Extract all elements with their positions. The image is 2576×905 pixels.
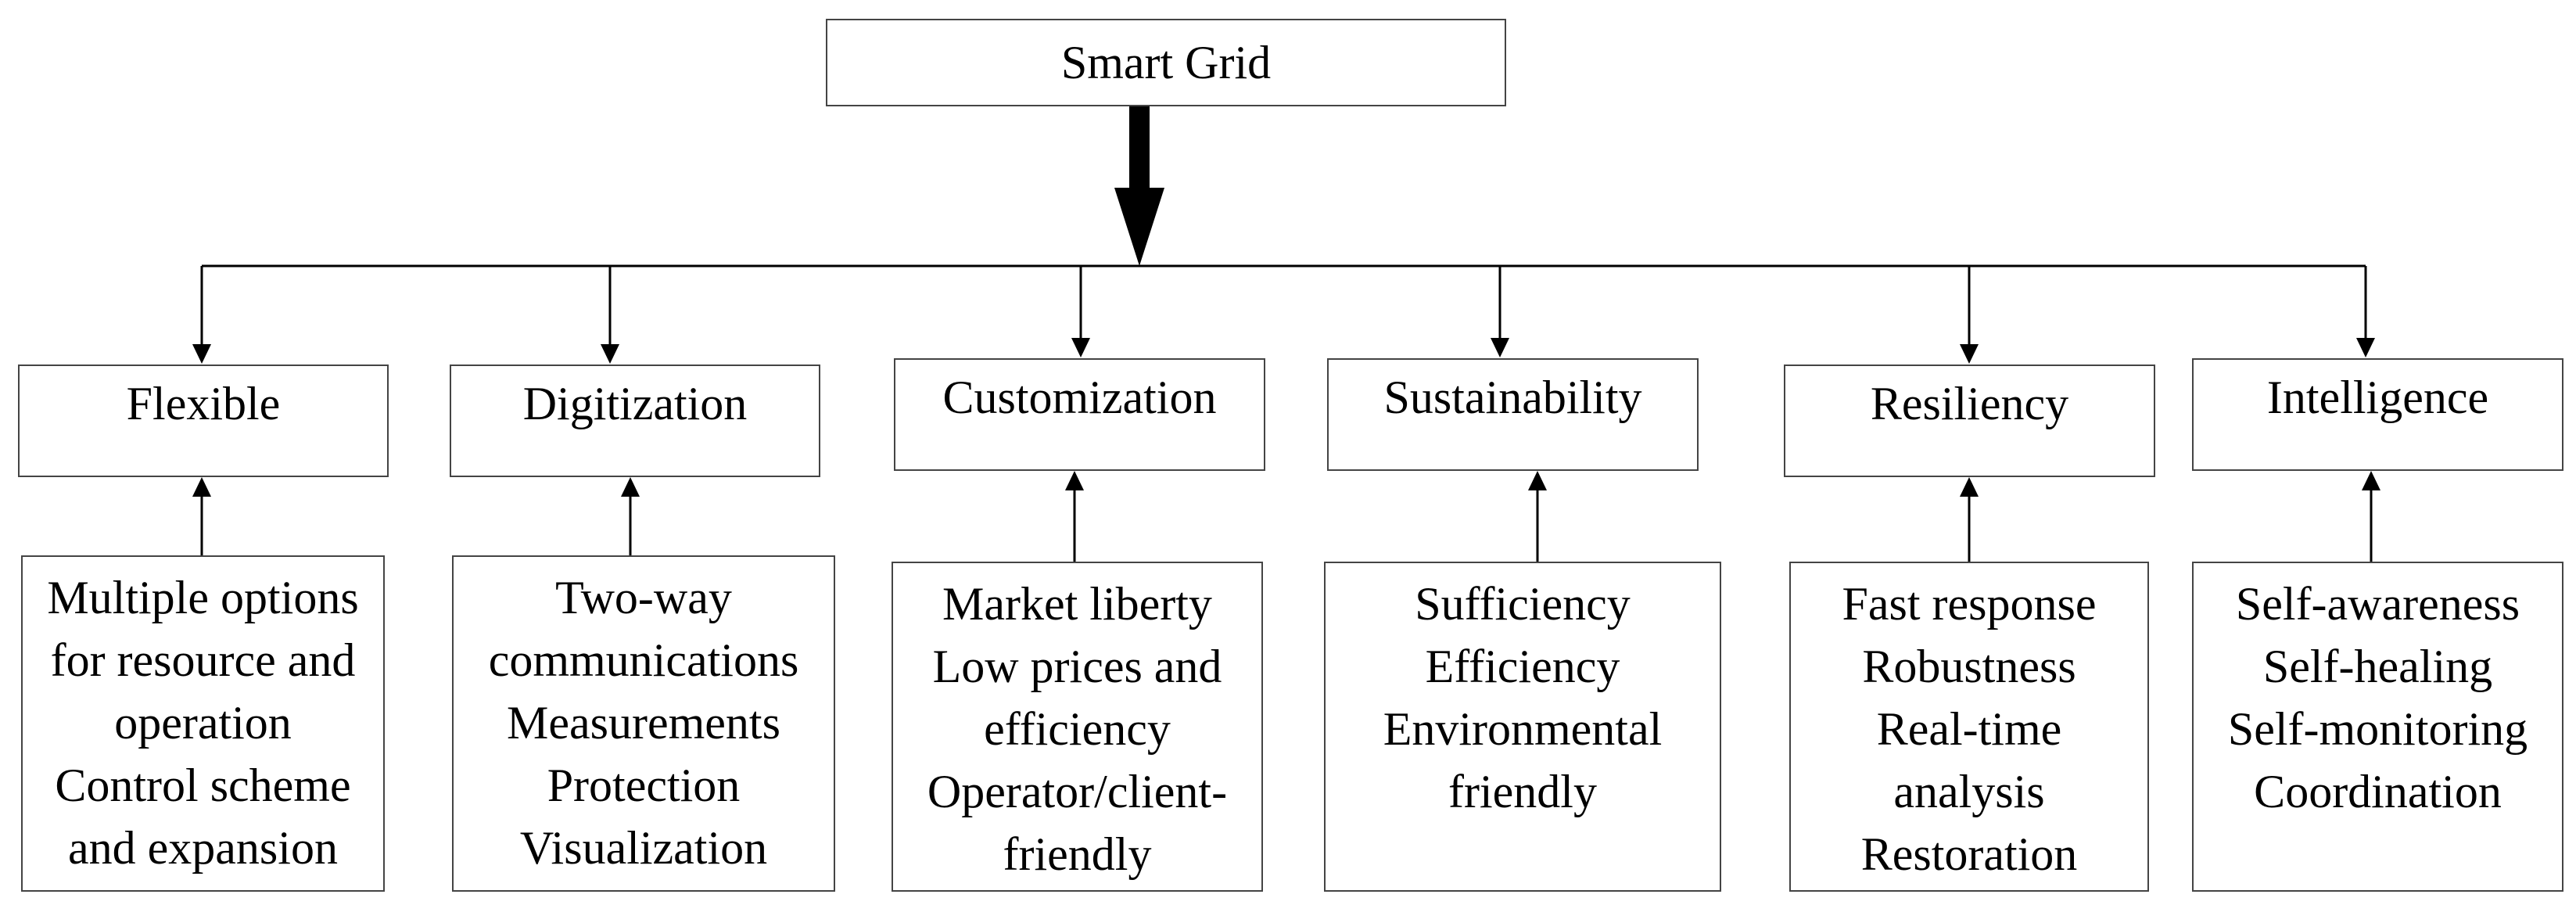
category-label: Sustainability	[1383, 372, 1642, 423]
detail-line: Self-healing	[2262, 641, 2493, 692]
detail-line: Protection	[547, 760, 741, 811]
category-node-resiliency: Resiliency	[1784, 365, 2155, 477]
category-node-flexible: Flexible	[18, 365, 389, 477]
detail-line: Two-way	[555, 572, 732, 623]
detail-line: Sufficiency	[1415, 578, 1631, 630]
category-node-customization: Customization	[894, 358, 1265, 471]
drop-arrows	[192, 266, 2375, 364]
detail-line: and expansion	[68, 822, 338, 874]
root-node-label: Smart Grid	[1060, 36, 1272, 88]
detail-line: Coordination	[2254, 766, 2502, 817]
detail-line: Market liberty	[942, 578, 1212, 630]
detail-node-sustainability: Sufficiency Efficiency Environmental fri…	[1324, 562, 1721, 892]
detail-line: Multiple options	[47, 572, 359, 623]
detail-line: Operator/client-	[927, 766, 1228, 817]
detail-line: Efficiency	[1425, 641, 1620, 692]
detail-line: Self-awareness	[2235, 578, 2520, 630]
detail-node-resiliency: Fast response Robustness Real-time analy…	[1789, 562, 2149, 892]
detail-line: efficiency	[984, 703, 1171, 755]
category-node-digitization: Digitization	[450, 365, 820, 477]
detail-line: communications	[488, 634, 799, 686]
detail-node-flexible: Multiple options for resource and operat…	[21, 555, 385, 892]
category-node-intelligence: Intelligence	[2192, 358, 2563, 471]
detail-line: Low prices and	[932, 641, 1222, 692]
detail-line: Measurements	[507, 697, 780, 749]
root-node-smart-grid: Smart Grid	[826, 19, 1506, 106]
detail-line: Robustness	[1862, 641, 2076, 692]
detail-line: Real-time	[1876, 703, 2062, 755]
detail-line: Fast response	[1842, 578, 2097, 630]
detail-line: friendly	[1448, 766, 1597, 817]
detail-line: analysis	[1893, 766, 2045, 817]
detail-line: Self-monitoring	[2227, 703, 2528, 755]
category-label: Flexible	[126, 378, 281, 429]
detail-line: Environmental	[1383, 703, 1663, 755]
category-label: Intelligence	[2266, 372, 2489, 423]
category-node-sustainability: Sustainability	[1327, 358, 1699, 471]
detail-node-intelligence: Self-awareness Self-healing Self-monitor…	[2192, 562, 2563, 892]
category-label: Digitization	[522, 378, 748, 429]
root-down-arrow	[1114, 106, 1164, 266]
detail-line: Restoration	[1860, 828, 2078, 880]
detail-node-digitization: Two-way communications Measurements Prot…	[452, 555, 835, 892]
category-label: Resiliency	[1870, 378, 2069, 429]
detail-line: Visualization	[519, 822, 768, 874]
up-arrows	[192, 471, 2380, 562]
detail-node-customization: Market liberty Low prices and efficiency…	[892, 562, 1263, 892]
detail-line: operation	[114, 697, 292, 749]
detail-line: friendly	[1003, 828, 1152, 880]
detail-line: for resource and	[50, 634, 356, 686]
detail-line: Control scheme	[55, 760, 351, 811]
category-label: Customization	[942, 372, 1217, 423]
